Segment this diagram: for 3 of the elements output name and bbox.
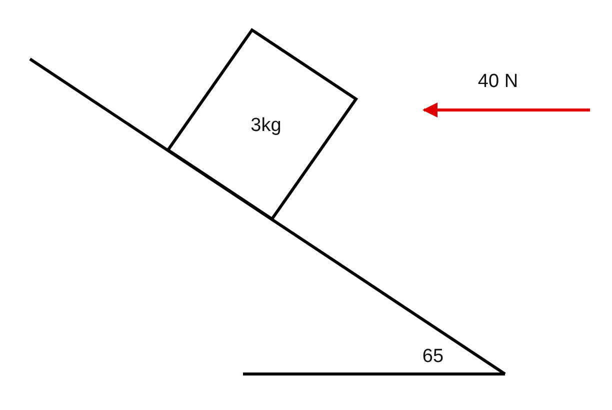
force-label: 40 N [478,71,518,93]
mass-label: 3kg [250,115,282,137]
angle-label: 65 [422,346,444,368]
